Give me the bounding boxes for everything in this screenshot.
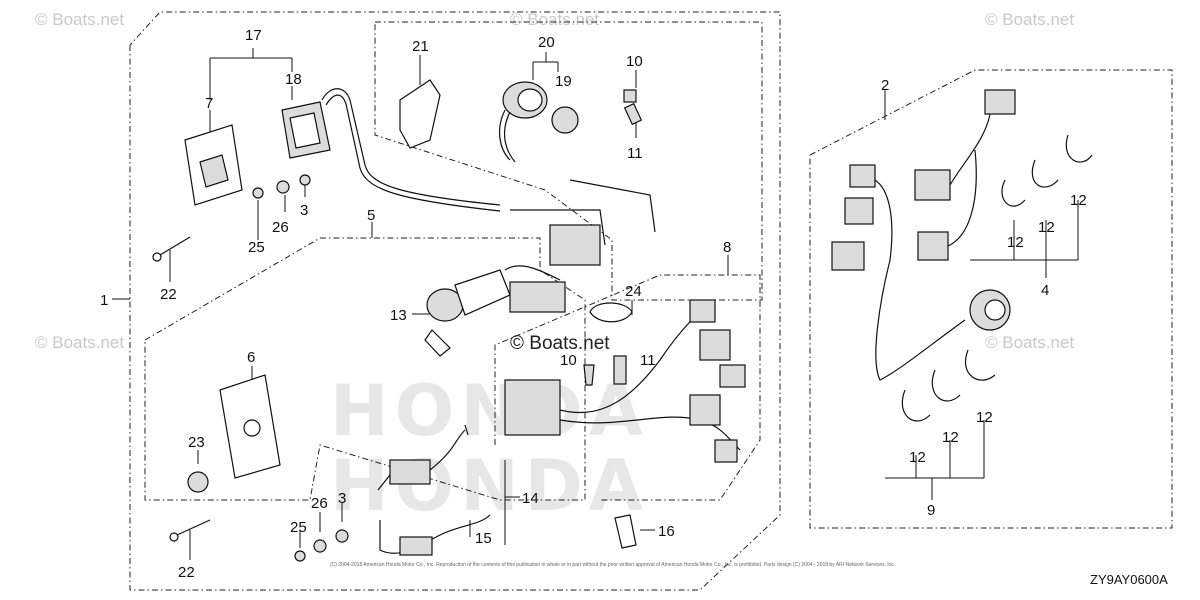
part-7-plate — [184, 124, 243, 206]
callout-20: 20 — [538, 34, 555, 51]
callout-12-d: 12 — [909, 449, 926, 466]
part-14-switch — [377, 424, 469, 491]
watermark-mid-right: © Boats.net — [985, 333, 1074, 352]
callout-26: 26 — [272, 219, 289, 236]
callout-9: 9 — [927, 502, 935, 519]
callout-14: 14 — [522, 490, 539, 507]
part-23-nut — [187, 471, 209, 493]
callout-7: 7 — [205, 95, 213, 112]
watermark-top-right: © Boats.net — [985, 10, 1074, 29]
callout-23: 23 — [188, 434, 205, 451]
part-26-washer — [276, 180, 290, 194]
part-18-switch — [281, 88, 501, 212]
part-6-plate — [219, 374, 281, 479]
callout-10: 10 — [626, 53, 643, 70]
diagram-code: ZY9AY0600A — [1090, 572, 1168, 587]
part-24-clamp — [589, 302, 633, 323]
ghost-lettering: HONDA — [330, 370, 649, 452]
callout-15: 15 — [475, 530, 492, 547]
part-3-nut-lower — [335, 529, 349, 543]
connector-cluster-top — [510, 179, 656, 266]
part-16-clip — [614, 514, 637, 549]
callout-8: 8 — [723, 239, 731, 256]
watermark-center: © Boats.net — [510, 333, 610, 354]
watermark-top-left: © Boats.net — [35, 10, 124, 29]
part-25-washer-lower — [294, 550, 306, 562]
part-22-screw — [152, 236, 191, 262]
part-10-fitting — [623, 89, 637, 103]
callout-26-lower: 26 — [311, 495, 328, 512]
callout-17: 17 — [245, 27, 262, 44]
part-11-sleeve — [623, 102, 643, 126]
callout-2: 2 — [881, 77, 889, 94]
part-15-lanyard — [379, 514, 491, 556]
frame-top — [374, 21, 763, 301]
callout-4: 4 — [1041, 282, 1049, 299]
callout-11-lower: 11 — [640, 352, 656, 369]
callout-25: 25 — [248, 239, 265, 256]
callout-12-e: 12 — [942, 429, 959, 446]
ghost-lettering-2: HONDA — [330, 445, 649, 527]
callout-10-lower: 10 — [560, 352, 577, 369]
callout-3: 3 — [300, 202, 308, 219]
part-10-fitting-lower — [583, 364, 595, 386]
watermark-top-center: © Boats.net — [510, 10, 599, 29]
callout-12-c: 12 — [1070, 192, 1087, 209]
callout-1: 1 — [100, 292, 108, 309]
callout-12-f: 12 — [976, 409, 993, 426]
callout-18: 18 — [285, 71, 302, 88]
copyright-notice: (C) 2004-2018 American Honda Motor Co., … — [330, 562, 895, 568]
leader-lines — [112, 48, 1079, 560]
part-25-washer — [252, 187, 264, 199]
part-11-sleeve-lower — [613, 355, 627, 385]
part-26-washer-lower — [313, 539, 327, 553]
part-2-harness — [831, 89, 1016, 381]
callout-12-a: 12 — [1007, 234, 1024, 251]
frame-main — [129, 11, 781, 591]
callouts: 1 2 3 3 4 5 6 7 8 9 10 10 11 11 12 12 12… — [100, 27, 1087, 581]
part-22-screw-lower — [169, 519, 211, 542]
callout-16: 16 — [658, 523, 675, 540]
callout-24: 24 — [625, 283, 642, 300]
callout-21: 21 — [412, 38, 429, 55]
part-19-grill — [551, 106, 579, 134]
callout-25-lower: 25 — [290, 519, 307, 536]
watermark-mid-left: © Boats.net — [35, 333, 124, 352]
callout-13: 13 — [390, 307, 407, 324]
callout-3-lower: 3 — [338, 490, 346, 507]
part-12-clips — [901, 134, 1093, 422]
frame-right — [809, 69, 1173, 529]
callout-22-lower: 22 — [178, 564, 195, 581]
part-21-bracket — [399, 79, 441, 149]
callout-5: 5 — [367, 207, 375, 224]
callout-22: 22 — [160, 286, 177, 303]
callout-19: 19 — [555, 73, 572, 90]
part-8-harness — [504, 299, 746, 463]
callout-11: 11 — [627, 145, 643, 162]
part-3-nut — [299, 174, 311, 186]
callout-6: 6 — [247, 349, 255, 366]
part-13-key-switch — [424, 265, 566, 357]
part-20-buzzer — [498, 81, 548, 163]
callout-12-b: 12 — [1038, 219, 1055, 236]
frame-8 — [494, 274, 761, 501]
